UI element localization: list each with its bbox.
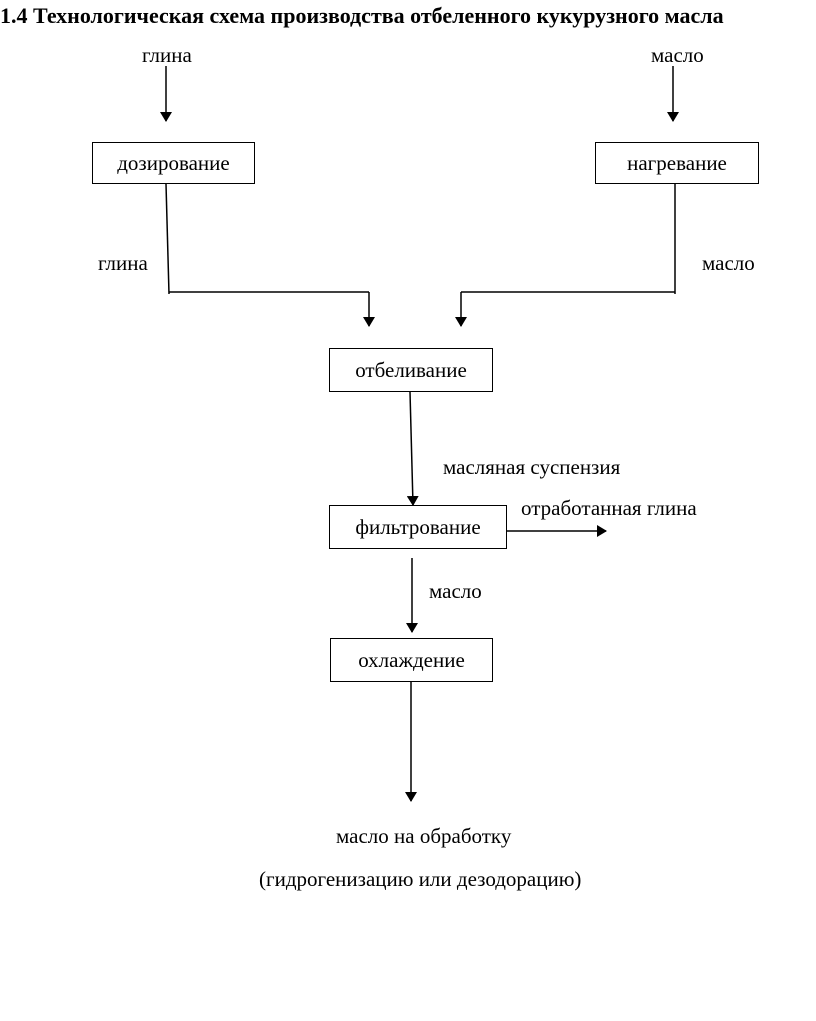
line-dosing-down xyxy=(165,183,170,295)
oil-flow-label: масло xyxy=(702,251,755,275)
oil-suspension-label: масляная суспензия xyxy=(443,455,621,479)
clay-flow-label: глина xyxy=(98,251,148,275)
heating-box: нагревание xyxy=(595,142,759,184)
filtering-box: фильтрование xyxy=(329,505,507,549)
dosing-box: дозирование xyxy=(92,142,255,184)
bleaching-box: отбеливание xyxy=(329,348,493,392)
arrow-bleaching-to-filtering xyxy=(406,391,419,506)
oil-after-filter-label: масло xyxy=(429,579,482,603)
output-note: (гидрогенизацию или дезодорацию) xyxy=(259,867,582,891)
page-title: 1.4 Технологическая схема производства о… xyxy=(0,3,724,28)
output-label: масло на обработку xyxy=(336,824,512,848)
spent-clay-label: отработанная глина xyxy=(521,496,697,520)
input-clay-label: глина xyxy=(142,43,192,67)
input-oil-label: масло xyxy=(651,43,704,67)
cooling-box: охлаждение xyxy=(330,638,493,682)
